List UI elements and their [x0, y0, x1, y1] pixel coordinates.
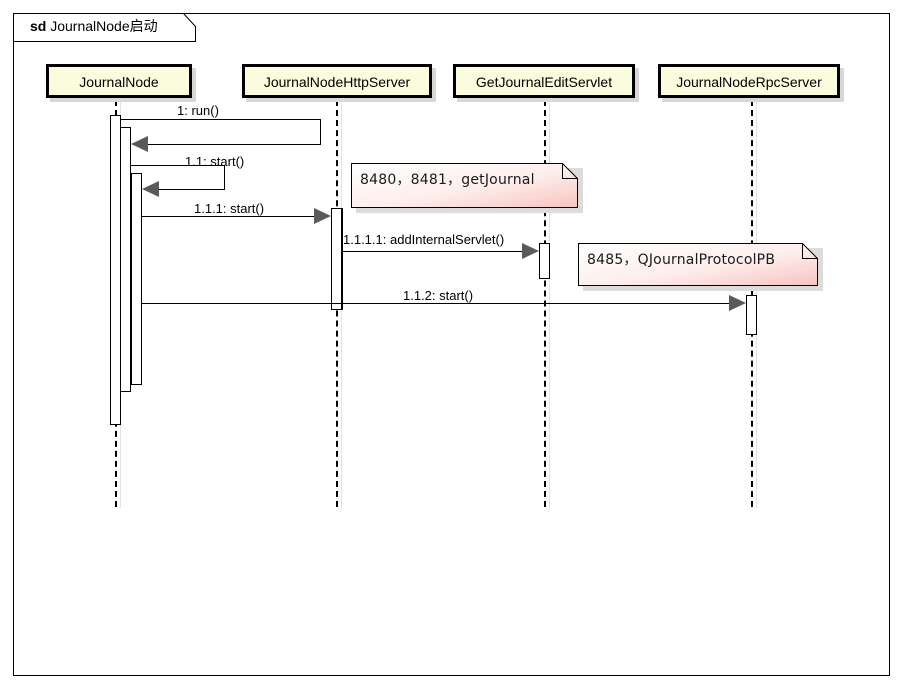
frame-keyword: sd — [30, 18, 47, 34]
msg-11-start-arrowhead — [142, 181, 159, 197]
activation-httpserver-level2 — [341, 208, 343, 310]
lifeline-head-servlet[interactable]: GetJournalEditServlet — [453, 64, 635, 98]
msg-112-start-arrowhead — [729, 295, 746, 311]
msg-1-run-right — [320, 119, 321, 144]
lifeline-head-httpserver[interactable]: JournalNodeHttpServer — [242, 64, 432, 98]
msg-11-start-right — [224, 165, 225, 189]
msg-1111-addinternalservlet-label: 1.1.1.1: addInternalServlet() — [343, 232, 505, 247]
msg-11-start-label: 1.1: start() — [185, 154, 245, 169]
lifeline-shadow-servlet — [549, 100, 550, 508]
lifeline-head-journalnode[interactable]: JournalNode — [46, 64, 192, 98]
msg-1-run-arrowhead — [131, 136, 148, 152]
msg-1-run-label: 1: run() — [177, 103, 219, 118]
frame-label-pentagon: sd JournalNode启动 — [13, 13, 196, 42]
msg-1111-addinternalservlet-arrowhead — [522, 243, 539, 259]
msg-111-start-label: 1.1.1: start() — [194, 201, 265, 216]
frame-title-text: JournalNode启动 — [50, 18, 158, 34]
frame-title: sd JournalNode启动 — [30, 17, 158, 36]
msg-1-run-bottom — [148, 144, 321, 145]
activation-journalnode-level3 — [131, 173, 142, 385]
activation-journalnode-level2 — [120, 127, 131, 392]
msg-1-run-top — [121, 119, 321, 120]
note-ports-http-text: 8480，8481，getJournal — [360, 172, 535, 188]
msg-111-start-arrowhead — [314, 208, 331, 224]
note-ports-http[interactable]: 8480，8481，getJournal — [351, 163, 578, 208]
diagram-frame — [13, 13, 890, 676]
msg-11-start-bottom — [158, 189, 225, 190]
msg-112-start-label: 1.1.2: start() — [403, 288, 474, 303]
activation-servlet — [539, 243, 550, 279]
lifeline-head-rpcserver[interactable]: JournalNodeRpcServer — [658, 64, 840, 98]
msg-11-start-top — [131, 165, 225, 166]
msg-111-start-line — [142, 216, 318, 217]
msg-1111-addinternalservlet-line — [342, 251, 526, 252]
activation-rpcserver — [746, 295, 757, 335]
note-ports-rpc[interactable]: 8485，QJournalProtocolPB — [578, 243, 818, 286]
note-ports-rpc-text: 8485，QJournalProtocolPB — [587, 252, 776, 268]
msg-112-start-line — [142, 303, 733, 304]
